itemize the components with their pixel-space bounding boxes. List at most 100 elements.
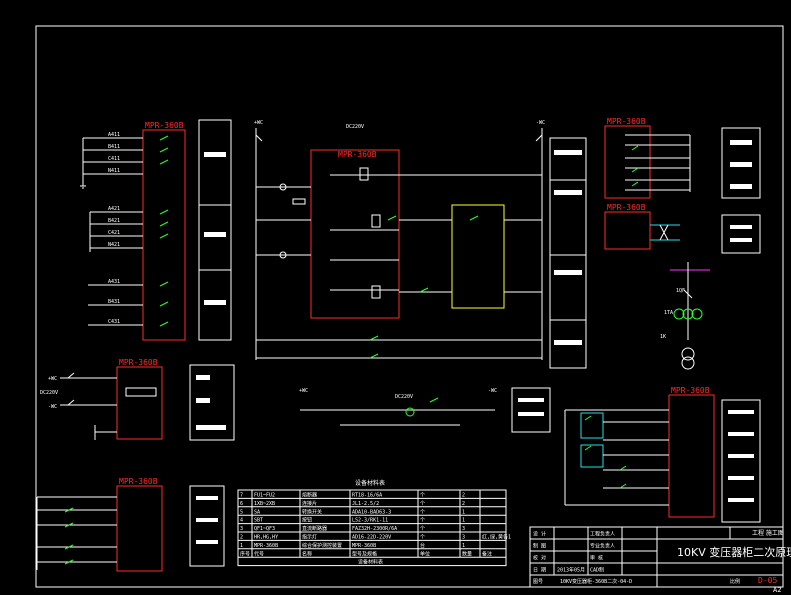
equipment-cell: SA (254, 509, 260, 515)
relay-box-r7 (668, 394, 715, 518)
equipment-cell: MPR-360B (254, 543, 278, 549)
title-block-cell: 校 对 (533, 555, 546, 562)
equipment-header-cell: 单位 (420, 550, 430, 557)
signal-pos-label: +WC (299, 388, 308, 394)
drawing-no: D-05 (758, 576, 777, 585)
equipment-cell: 1 (462, 543, 465, 549)
control-circuit: +WC -WC DC220V MPR-360B (254, 120, 545, 360)
ct-label: 1TA (664, 310, 673, 316)
relay-label-r5: MPR-360B (119, 358, 158, 367)
title-block-cell: 工程负责人 (590, 531, 615, 538)
equipment-cell: 个 (420, 518, 425, 524)
terminal-label: A421 (108, 206, 120, 212)
pos-supply-label: +WC (48, 376, 57, 382)
ct-input-group-1: MPR-360B A411B411C411N411A421B421C421N42… (80, 121, 186, 341)
equipment-cell: QF1~QF3 (254, 526, 275, 532)
signal-output-group: MPR-360B MPR-360B (604, 117, 761, 254)
equipment-table-footer: 设备材料表 (358, 559, 383, 566)
equipment-cell: ADA10-BAD63-3 (352, 509, 391, 515)
signal-circuit: +WC -WC DC220V (299, 387, 551, 433)
title-block-cell: 日 期 (533, 568, 546, 574)
relay-label-r7: MPR-360B (671, 386, 710, 395)
relay-box-r6 (116, 485, 163, 572)
terminal-label: C431 (108, 319, 120, 325)
terminal-label: N411 (108, 168, 120, 174)
equipment-cell: 3 (462, 526, 465, 532)
relay-box-r3 (604, 125, 651, 199)
relay-label-r6: MPR-360B (119, 477, 158, 486)
equipment-cell: FAZ32H-2300R/6A (352, 526, 397, 532)
equipment-cell: 3 (240, 526, 243, 532)
equipment-cell: 直流断路器 (302, 525, 327, 532)
equipment-table-title: 设备材料表 (355, 479, 385, 487)
drawing-title: 10KV 变压器柜二次原理图 (677, 545, 791, 559)
title-block-cell: CAD制 (590, 567, 604, 574)
terminal-label: B431 (108, 299, 120, 305)
relay-label-r2: MPR-360B (338, 150, 377, 159)
relay-box-r5 (116, 366, 163, 440)
voltage-input-group: MPR-360B +WC DC220V -WC (40, 358, 235, 441)
output-group-bottom-right: MPR-360B (564, 386, 761, 523)
equipment-cell: 1 (240, 543, 243, 549)
title-block-cell: 制 图 (533, 543, 546, 550)
pos-bus-label: +WC (254, 120, 263, 126)
equipment-cell: HR,HG,HY (254, 535, 278, 541)
equipment-cell: 台 (420, 542, 425, 549)
equipment-cell: 指示灯 (302, 534, 317, 541)
equipment-cell: 3 (462, 535, 465, 541)
equipment-cell: SBT (254, 518, 263, 524)
relay-box-r2 (310, 149, 400, 319)
signal-voltage-label: DC220V (395, 394, 413, 400)
terminal-label: B421 (108, 218, 120, 224)
equipment-cell: 个 (420, 509, 425, 515)
equipment-header-cell: 备注 (482, 550, 492, 557)
equipment-cell: 1 (462, 518, 465, 524)
equipment-header-cell: 序号 (240, 550, 250, 557)
equipment-cell: 个 (420, 493, 425, 499)
equipment-cell: 个 (420, 501, 425, 507)
equipment-cell: 综合保护测控装置 (302, 542, 342, 549)
equipment-cell: RT18-16/6A (352, 493, 382, 499)
supply-voltage-label: DC220V (40, 390, 58, 396)
terminal-label: N421 (108, 242, 120, 248)
primary-one-line: 1QF 1TA 1K (660, 262, 710, 370)
equipment-cell: 7 (240, 493, 243, 499)
equipment-header-cell: 名称 (302, 550, 312, 557)
equipment-cell: 熔断器 (302, 492, 317, 499)
terminal-label: C421 (108, 230, 120, 236)
equipment-cell: 红,绿,黄各1 (482, 534, 511, 541)
equipment-cell: 6 (240, 501, 243, 507)
terminal-label: A431 (108, 279, 120, 285)
title-block-cell: 设 计 (533, 531, 546, 538)
title-block-cell: 2013年05月 (557, 567, 585, 574)
equipment-header-cell: 代号 (254, 550, 264, 557)
relay-box-r4 (604, 211, 651, 250)
equipment-cell: LS2-3/RK1-11 (352, 518, 388, 524)
equipment-cell: 个 (420, 526, 425, 532)
neg-supply-label: -WC (48, 404, 57, 410)
earth-switch-label: 1K (660, 334, 666, 340)
terminal-label: A411 (108, 132, 120, 138)
company-label: 工程 施工图 (752, 529, 784, 537)
equipment-cell: 个 (420, 535, 425, 541)
equipment-cell: JL1-2.5/2 (352, 501, 379, 507)
relay-label-r3: MPR-360B (607, 117, 646, 126)
breaker-qf-label: 1QF (676, 288, 685, 294)
equipment-cell: 1 (462, 509, 465, 515)
file-label: 10KV变压器柜-360B二次-04-D (560, 578, 632, 585)
drawing-no-label: 图号 (533, 579, 543, 585)
equipment-cell: 5 (240, 509, 243, 515)
terminal-strip-middle (549, 137, 587, 369)
equipment-cell: 按钮 (302, 517, 312, 524)
title-block-cell: 审 核 (590, 555, 603, 562)
scale-label: 比例 (730, 578, 740, 585)
dc-voltage-label: DC220V (346, 124, 364, 130)
signal-neg-label: -WC (488, 388, 497, 394)
equipment-cell: AD16-22D-220V (352, 535, 391, 541)
equipment-cell: 2 (462, 501, 465, 507)
terminal-label: B411 (108, 144, 120, 150)
